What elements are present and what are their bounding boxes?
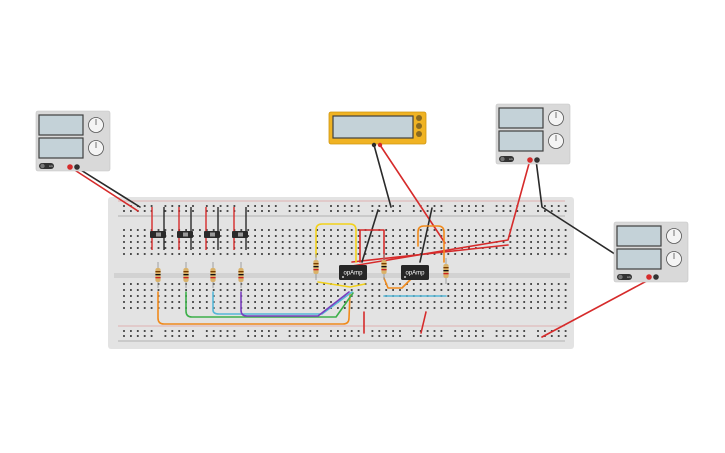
wire-orange-input[interactable] bbox=[157, 291, 351, 325]
resistor-3[interactable] bbox=[210, 262, 216, 288]
wire-yellow-feedback[interactable] bbox=[315, 223, 357, 263]
multimeter-display bbox=[332, 115, 414, 139]
opamp-chip-2-label: opAmp bbox=[405, 271, 425, 277]
supply2-positive-terminal[interactable] bbox=[527, 157, 533, 163]
supply3-switch-label: on bbox=[627, 275, 631, 279]
resistors[interactable] bbox=[155, 254, 449, 288]
wire-blue-input[interactable] bbox=[212, 291, 353, 315]
wire-orange-link[interactable] bbox=[383, 277, 413, 289]
wire-black-chip1[interactable] bbox=[361, 209, 379, 263]
switch-4[interactable] bbox=[232, 207, 248, 250]
opamp-chip-2[interactable]: opAmp bbox=[401, 265, 429, 280]
supply1-negative-terminal[interactable] bbox=[74, 164, 80, 170]
resistor-6[interactable] bbox=[381, 254, 387, 280]
opamp-chip-1-label: opAmp bbox=[343, 271, 363, 277]
supply3-negative-terminal[interactable] bbox=[653, 274, 659, 280]
switch-3[interactable] bbox=[204, 207, 220, 250]
wire-red-supply3[interactable] bbox=[541, 275, 657, 338]
resistor-5[interactable] bbox=[313, 254, 319, 280]
multimeter-black-lead[interactable] bbox=[371, 142, 377, 148]
power-supply-2[interactable]: on bbox=[495, 103, 571, 165]
wire-red-cross[interactable] bbox=[351, 244, 509, 263]
wire-red-lower-right[interactable] bbox=[420, 311, 427, 334]
switch-1[interactable] bbox=[150, 207, 166, 250]
wire-black-multimeter[interactable] bbox=[373, 144, 392, 208]
wire-black-supply1[interactable] bbox=[75, 166, 141, 208]
supply2-display-current bbox=[498, 130, 544, 152]
wire-yellow-lower[interactable] bbox=[317, 281, 366, 288]
supply2-display-voltage bbox=[498, 107, 544, 129]
supply1-display-current bbox=[38, 137, 84, 159]
supply2-switch-label: on bbox=[509, 157, 513, 161]
wire-red-supply2[interactable] bbox=[351, 159, 531, 267]
wire-green-input[interactable] bbox=[185, 291, 354, 318]
resistor-4[interactable] bbox=[238, 262, 244, 288]
wire-black-chip2[interactable] bbox=[419, 207, 433, 263]
supply3-display-voltage bbox=[616, 225, 662, 247]
switches[interactable] bbox=[150, 207, 248, 250]
supply1-switch-label: on bbox=[49, 164, 53, 168]
supply2-negative-terminal[interactable] bbox=[534, 157, 540, 163]
resistor-2[interactable] bbox=[183, 262, 189, 288]
breadboard-holes[interactable] bbox=[123, 205, 567, 337]
wire-orange-feedback[interactable] bbox=[417, 225, 445, 263]
multimeter-red-lead[interactable] bbox=[377, 142, 383, 148]
wire-red-chip1[interactable] bbox=[359, 229, 385, 263]
power-supply-1[interactable]: on bbox=[35, 110, 111, 172]
power-supply-3[interactable]: on bbox=[613, 221, 689, 283]
supply3-positive-terminal[interactable] bbox=[646, 274, 652, 280]
supply3-display-current bbox=[616, 248, 662, 270]
multimeter-probe-a[interactable] bbox=[416, 131, 422, 137]
resistor-1[interactable] bbox=[155, 262, 161, 288]
opamp-chip-1[interactable]: opAmp bbox=[339, 265, 367, 280]
multimeter-probe-com[interactable] bbox=[416, 115, 422, 121]
wire-red-supply1[interactable] bbox=[69, 166, 139, 212]
multimeter-probe-v[interactable] bbox=[416, 123, 422, 129]
resistor-7[interactable] bbox=[443, 258, 449, 284]
wire-purple-input[interactable] bbox=[240, 291, 350, 317]
supply1-positive-terminal[interactable] bbox=[67, 164, 73, 170]
supply1-display-voltage bbox=[38, 114, 84, 136]
multimeter[interactable] bbox=[328, 111, 427, 148]
switch-2[interactable] bbox=[177, 207, 193, 250]
